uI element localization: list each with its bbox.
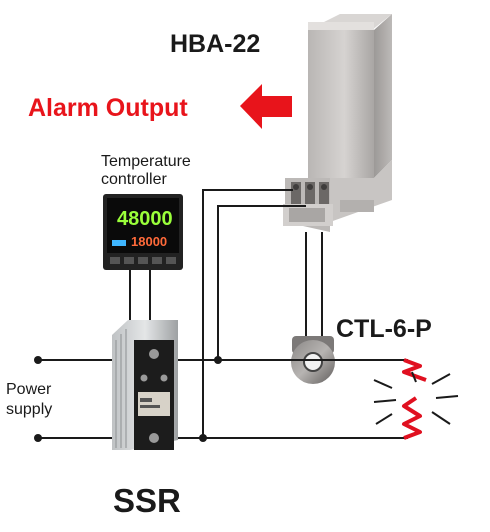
power-supply-label-line2: supply: [6, 401, 52, 418]
temp-controller-label-line2: controller: [101, 171, 167, 188]
heater-icon: [402, 358, 427, 440]
power-supply-label-line1: Power: [6, 381, 52, 398]
hba22-device: [283, 14, 392, 232]
alarm-arrow-icon: [240, 84, 292, 129]
ssr-label: SSR: [113, 482, 181, 519]
alarm-output-label: Alarm Output: [28, 94, 188, 122]
ct-sensor-label: CTL-6-P: [336, 315, 432, 343]
temp-controller-label-line1: Temperature: [101, 153, 191, 170]
ssr-device: [112, 320, 178, 450]
hba22-label: HBA-22: [170, 30, 260, 58]
controller-sv-display: 18000: [131, 234, 167, 249]
temperature-controller: 48000 18000: [103, 194, 183, 270]
wiring: [38, 189, 408, 439]
controller-pv-display: 48000: [117, 208, 173, 230]
break-sparks-icon: [373, 371, 459, 425]
ct-sensor: [286, 336, 340, 384]
junction-dots: [34, 356, 222, 442]
